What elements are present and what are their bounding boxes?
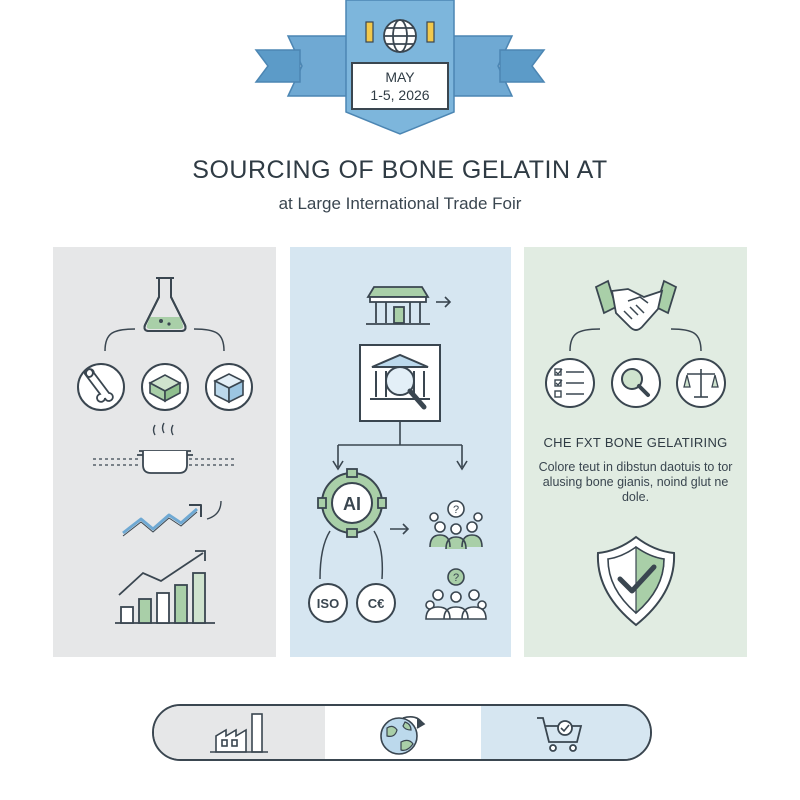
ribbon-right-end <box>499 49 546 83</box>
page-title: SOURCING OF BONE GELATIN AT <box>192 156 608 184</box>
factory-segment <box>154 706 325 759</box>
branch-connector <box>337 421 463 467</box>
crowd-question-icon: ? <box>425 568 487 620</box>
checklist-icon <box>545 358 595 408</box>
magnifier-icon <box>611 358 661 408</box>
quality-description: Colore teut in dibstun daotuis to tor al… <box>538 460 733 504</box>
shopping-cart-icon <box>537 717 583 752</box>
connector-lines <box>569 328 702 352</box>
cube-icon <box>205 363 253 411</box>
ai-gear-icon: AI <box>317 468 387 538</box>
gelatin-block-icon <box>141 363 189 411</box>
trend-arrow-icon <box>122 500 222 537</box>
date-banner: MAY 1-5, 2026 <box>0 0 800 140</box>
left-marker <box>365 21 374 43</box>
bone-icon <box>77 363 125 411</box>
team-question-icon: ? <box>429 500 483 550</box>
globe-arrow-icon <box>380 716 426 755</box>
iso-label: ISO <box>317 596 339 611</box>
trade-fair-panel: AI ? ISO C€ ? <box>290 247 511 657</box>
arrow-right-icon <box>390 523 410 535</box>
right-marker <box>426 21 435 43</box>
branch-arrowheads <box>332 460 468 471</box>
production-panel <box>53 247 276 657</box>
arrow-right-icon <box>436 296 452 308</box>
flask-icon <box>143 277 187 332</box>
cooking-pot-icon <box>93 422 237 474</box>
date-range: 1-5, 2026 <box>370 87 430 103</box>
logistics-segment <box>325 706 481 759</box>
badge-connector <box>319 530 384 580</box>
ai-label: AI <box>343 494 361 514</box>
ce-badge-icon: C€ <box>356 583 396 623</box>
date-month: MAY <box>385 69 415 85</box>
quality-heading: CHE FXT BONE GELATIRING <box>543 435 728 450</box>
supply-chain-bar <box>152 704 652 761</box>
connector-lines <box>104 328 225 352</box>
ribbon-left-end <box>254 49 301 83</box>
purchase-segment <box>481 706 650 759</box>
page-subtitle: at Large International Trade Foir <box>278 194 522 213</box>
svg-text:?: ? <box>453 504 459 516</box>
factory-icon <box>210 713 268 753</box>
iso-badge-icon: ISO <box>308 583 348 623</box>
globe-icon <box>383 19 417 53</box>
shield-check-icon <box>596 535 676 627</box>
scales-icon <box>676 358 726 408</box>
growth-bar-chart-icon <box>115 550 215 624</box>
svg-text:?: ? <box>453 572 459 584</box>
trade-booth-icon <box>366 286 430 325</box>
ce-label: C€ <box>368 596 385 611</box>
inspection-magnifier-icon <box>359 344 441 422</box>
quality-check-panel: CHE FXT BONE GELATIRING Colore teut in d… <box>524 247 747 657</box>
handshake-icon <box>594 279 678 331</box>
date-card: MAY 1-5, 2026 <box>351 62 449 110</box>
